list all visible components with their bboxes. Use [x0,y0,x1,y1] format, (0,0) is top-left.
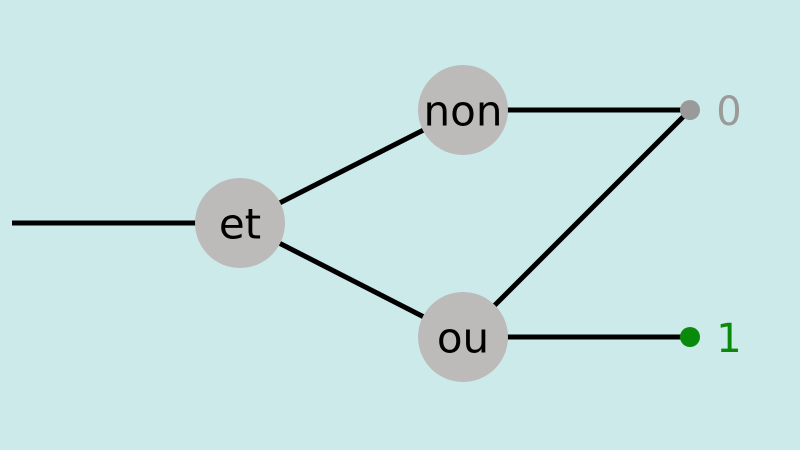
node-et-label: et [219,200,261,249]
terminal-zero-label: 0 [716,89,741,135]
node-non-circle[interactable] [418,65,508,155]
node-group: et non ou [195,65,508,382]
terminal-zero-dot[interactable] [680,100,700,120]
edge-group [12,107,692,340]
node-et[interactable]: et [195,178,285,268]
terminal-one-dot[interactable] [680,327,700,347]
node-ou-circle[interactable] [418,292,508,382]
terminal-group: 0 1 [680,89,742,362]
terminal-zero[interactable]: 0 [680,89,742,135]
terminal-one[interactable]: 1 [680,316,742,362]
node-non-label: non [424,87,503,136]
edge-ou-to-zero [461,108,692,339]
node-ou-label: ou [437,314,489,363]
node-ou[interactable]: ou [418,292,508,382]
node-et-circle[interactable] [195,178,285,268]
node-non[interactable]: non [418,65,508,155]
terminal-one-label: 1 [716,316,741,362]
